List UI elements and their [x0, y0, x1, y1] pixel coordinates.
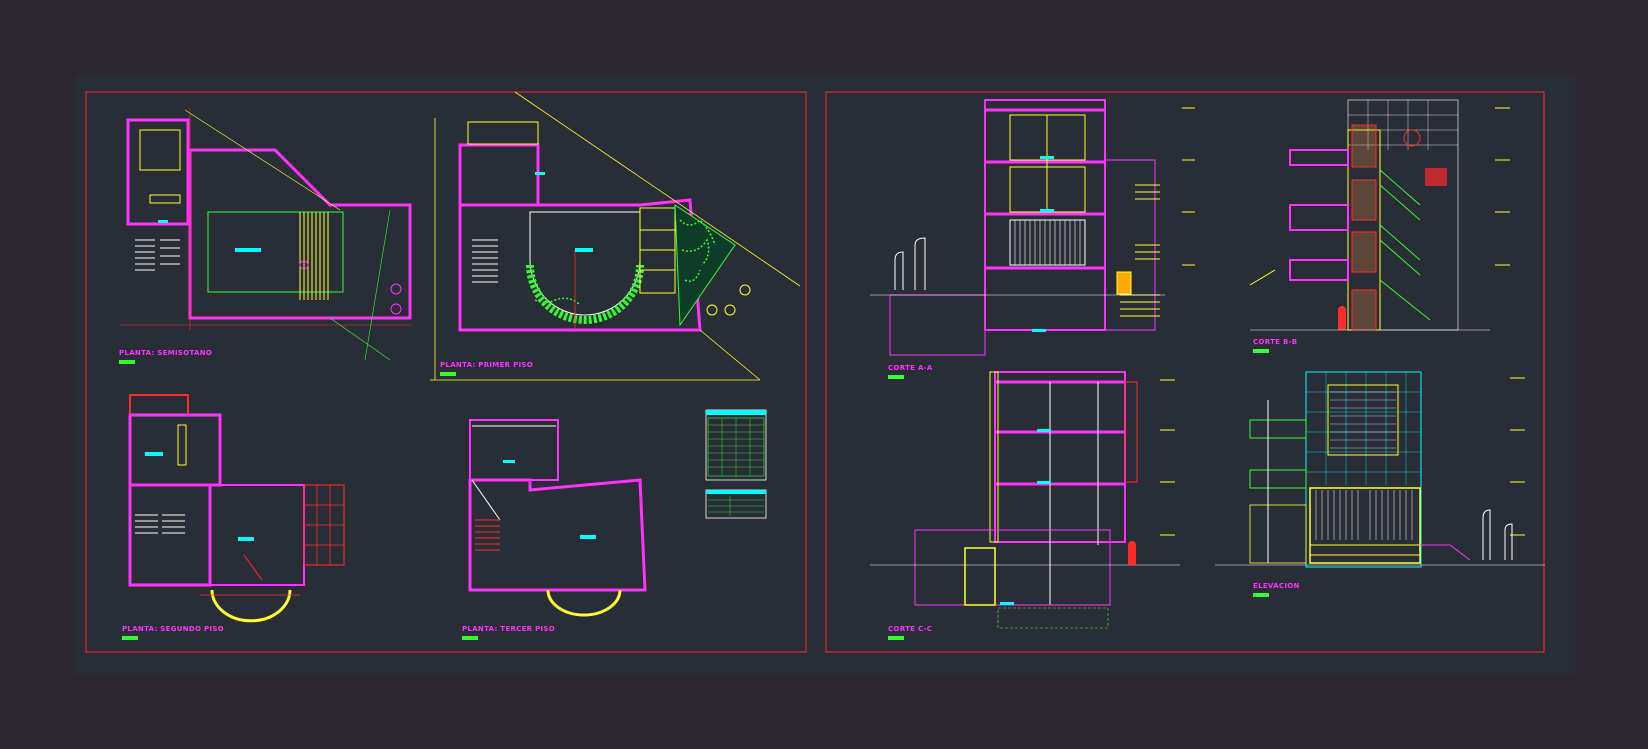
model-space-paper — [75, 75, 1575, 675]
elevation — [1215, 371, 1545, 568]
section-c-c — [870, 371, 1180, 629]
level-markers — [1160, 107, 1525, 536]
elevation-title: ELEVACION — [1253, 582, 1300, 590]
section-a-a — [870, 99, 1165, 356]
plan-basement-title: PLANTA: SEMISOTANO — [119, 349, 212, 357]
plan-third-floor-title: PLANTA: TERCER PISO — [462, 625, 555, 633]
section-b-b-title: CORTE B-B — [1253, 338, 1297, 346]
plan-second-floor-title: PLANTA: SEGUNDO PISO — [122, 625, 224, 633]
left-sheet-frame — [85, 91, 807, 653]
schedule-table-2 — [705, 489, 767, 519]
section-a-a-title: CORTE A-A — [888, 364, 933, 372]
plan-first-floor-title: PLANTA: PRIMER PISO — [440, 361, 533, 369]
plan-second-floor — [128, 394, 345, 623]
section-b-b — [1249, 99, 1490, 331]
right-sheet-frame — [825, 91, 1545, 653]
plan-first-floor — [430, 91, 801, 381]
section-c-c-title: CORTE C-C — [888, 625, 932, 633]
schedule-table-1 — [705, 409, 767, 481]
plan-basement — [120, 108, 412, 361]
plan-third-floor — [468, 419, 647, 617]
label-underlines — [119, 349, 1269, 640]
